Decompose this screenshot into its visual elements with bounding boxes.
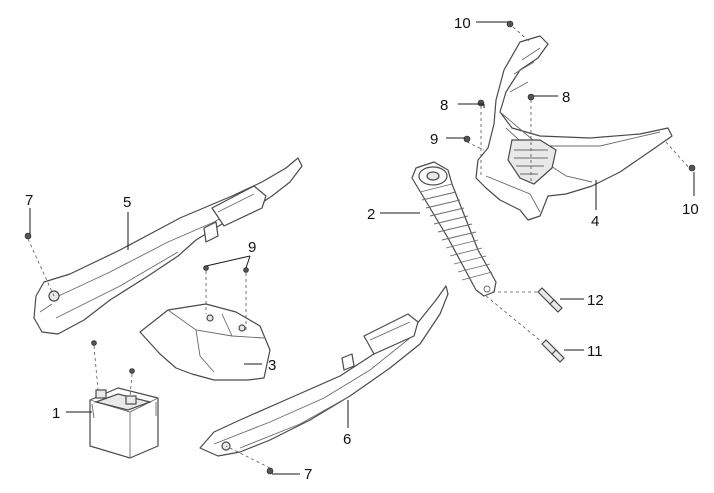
callout-10-right: 10 [682, 201, 699, 218]
callout-9-upper: 9 [430, 131, 438, 148]
callout-1: 1 [52, 405, 60, 422]
callout-8-left: 8 [440, 97, 448, 114]
callout-7-left: 7 [25, 192, 33, 209]
screw-battery-a [91, 340, 97, 346]
screw-9-b [243, 267, 249, 273]
leader-lines [29, 21, 695, 475]
callout-8-right: 8 [562, 89, 570, 106]
part-front-cover [475, 35, 673, 221]
fasteners [24, 20, 696, 475]
callout-9-panel: 9 [248, 239, 256, 256]
screw-8-right [527, 93, 535, 101]
screw-7-bottom [266, 467, 274, 475]
part-shock-boot [411, 161, 497, 297]
bolt-12 [537, 287, 563, 313]
callout-7-bottom: 7 [304, 466, 312, 483]
screw-9-a [203, 265, 209, 271]
screw-battery-b [129, 368, 135, 374]
assembly-lines [27, 26, 693, 469]
screw-10-top [506, 20, 514, 28]
part-left-side-cover [33, 157, 303, 335]
bolt-11 [541, 339, 565, 363]
callout-3: 3 [268, 357, 276, 374]
callout-10-top: 10 [454, 15, 471, 32]
callout-5: 5 [123, 194, 131, 211]
screw-9-upper [463, 135, 471, 143]
callout-12: 12 [587, 292, 604, 309]
callout-11: 11 [587, 343, 603, 360]
part-battery [89, 387, 159, 459]
screw-10-right [688, 164, 696, 172]
callout-4: 4 [591, 213, 599, 230]
part-center-panel [139, 303, 271, 381]
callout-2: 2 [367, 206, 375, 223]
callout-6: 6 [343, 431, 351, 448]
screw-8-left [477, 99, 485, 107]
callout-labels: 1 2 3 4 5 6 7 7 8 8 9 9 10 10 11 12 [25, 15, 699, 483]
